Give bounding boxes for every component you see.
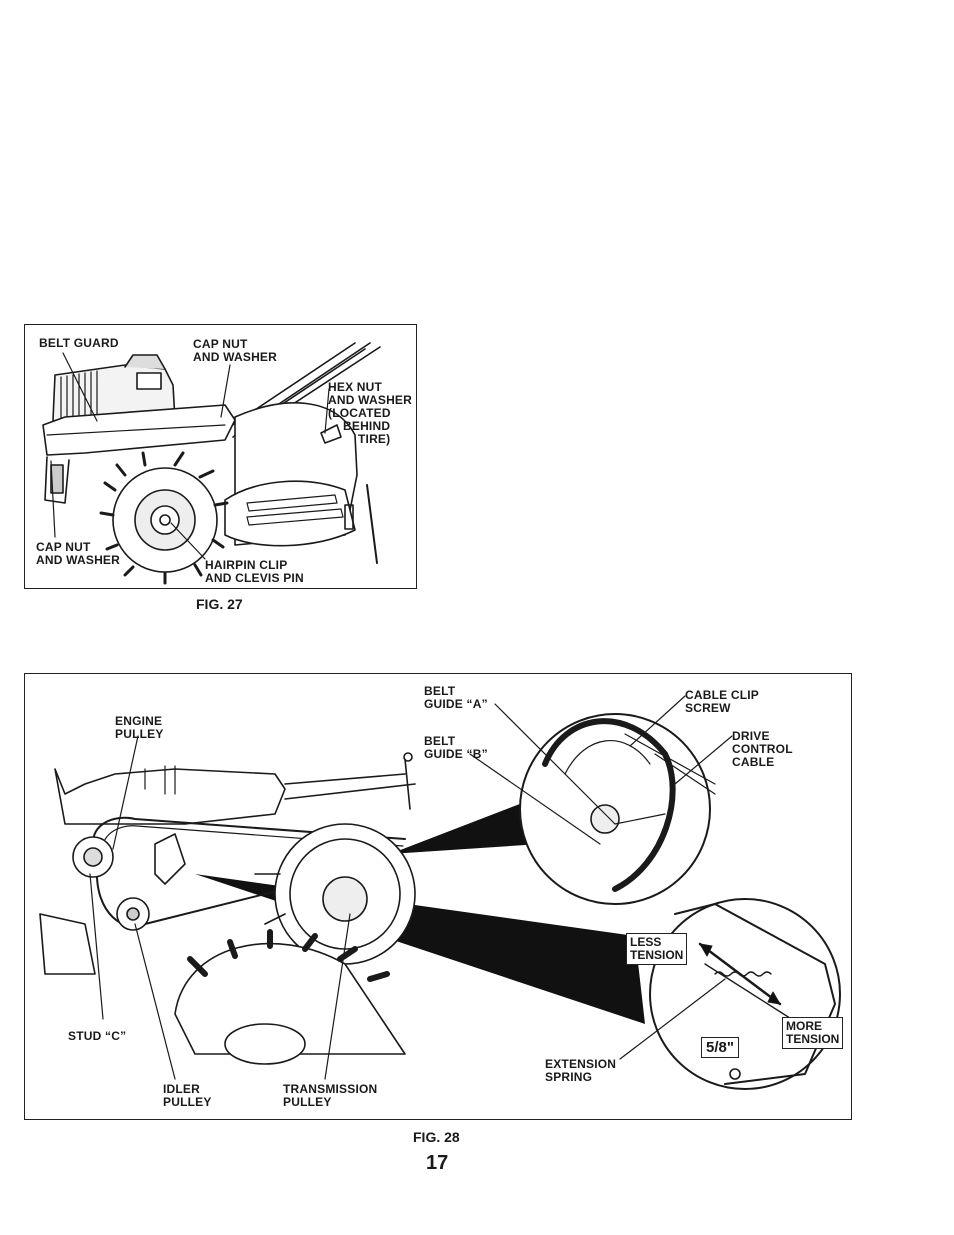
page-number: 17 xyxy=(426,1152,449,1174)
label-transmission-pulley: TRANSMISSION xyxy=(283,1082,378,1096)
less-tension-line1: LESS xyxy=(630,935,662,949)
fig28-caption: FIG. 28 xyxy=(413,1129,460,1145)
label-belt-guide-a-line2: GUIDE “A” xyxy=(424,697,488,711)
less-tension-line2: TENSION xyxy=(630,948,684,962)
dimension-label: 5/8" xyxy=(701,1037,739,1058)
label-cable-clip-screw-line2: SCREW xyxy=(685,701,731,715)
less-tension-tag: LESS TENSION xyxy=(626,933,688,965)
more-tension-tag: MORE TENSION xyxy=(782,1017,844,1049)
label-extension-spring-line2: SPRING xyxy=(545,1070,593,1084)
label-hairpin-clip: HAIRPIN CLIP xyxy=(205,558,288,572)
label-hairpin-clip-line2: AND CLEVIS PIN xyxy=(205,571,304,585)
label-hex-nut: HEX NUT xyxy=(328,380,383,394)
label-hex-nut-line3: (LOCATED xyxy=(328,406,391,420)
label-belt-guide-a: BELT xyxy=(424,684,456,698)
label-stud-c: STUD “C” xyxy=(68,1029,127,1043)
label-drive-control-cable: DRIVE xyxy=(732,729,770,743)
label-drive-control-cable-line2: CONTROL xyxy=(732,742,793,756)
more-tension-line1: MORE xyxy=(786,1019,822,1033)
label-transmission-pulley-line2: PULLEY xyxy=(283,1095,332,1109)
fig27-illustration: BELT GUARD CAP NUT AND WASHER HEX NUT AN… xyxy=(24,324,417,589)
label-cable-clip-screw: CABLE CLIP xyxy=(685,688,759,702)
tiller-side-view-drawing xyxy=(42,342,381,585)
label-belt-guide-b-line2: GUIDE “B” xyxy=(424,747,488,761)
label-hex-nut-line2: AND WASHER xyxy=(328,393,413,407)
label-idler-pulley-line2: PULLEY xyxy=(163,1095,212,1109)
more-tension-line2: TENSION xyxy=(786,1032,840,1046)
label-extension-spring: EXTENSION xyxy=(545,1057,617,1071)
fig27-caption: FIG. 27 xyxy=(196,596,243,612)
label-belt-guide-b: BELT xyxy=(424,734,456,748)
label-idler-pulley: IDLER xyxy=(163,1082,200,1096)
label-hex-nut-line5: TIRE) xyxy=(358,432,391,446)
belt-drive-detail-drawing xyxy=(39,695,841,1090)
label-engine-pulley-line2: PULLEY xyxy=(115,727,164,741)
label-cap-nut-bottom-line2: AND WASHER xyxy=(36,553,121,567)
fig28-illustration: ENGINE PULLEY BELT GUIDE “A” BELT GUIDE … xyxy=(24,673,852,1120)
label-cap-nut-top: CAP NUT xyxy=(193,337,248,351)
label-cap-nut-bottom: CAP NUT xyxy=(36,540,91,554)
label-cap-nut-top-line2: AND WASHER xyxy=(193,350,278,364)
label-hex-nut-line4: BEHIND xyxy=(343,419,391,433)
label-engine-pulley: ENGINE xyxy=(115,714,163,728)
label-drive-control-cable-line3: CABLE xyxy=(732,755,775,769)
label-belt-guard: BELT GUARD xyxy=(39,336,119,350)
